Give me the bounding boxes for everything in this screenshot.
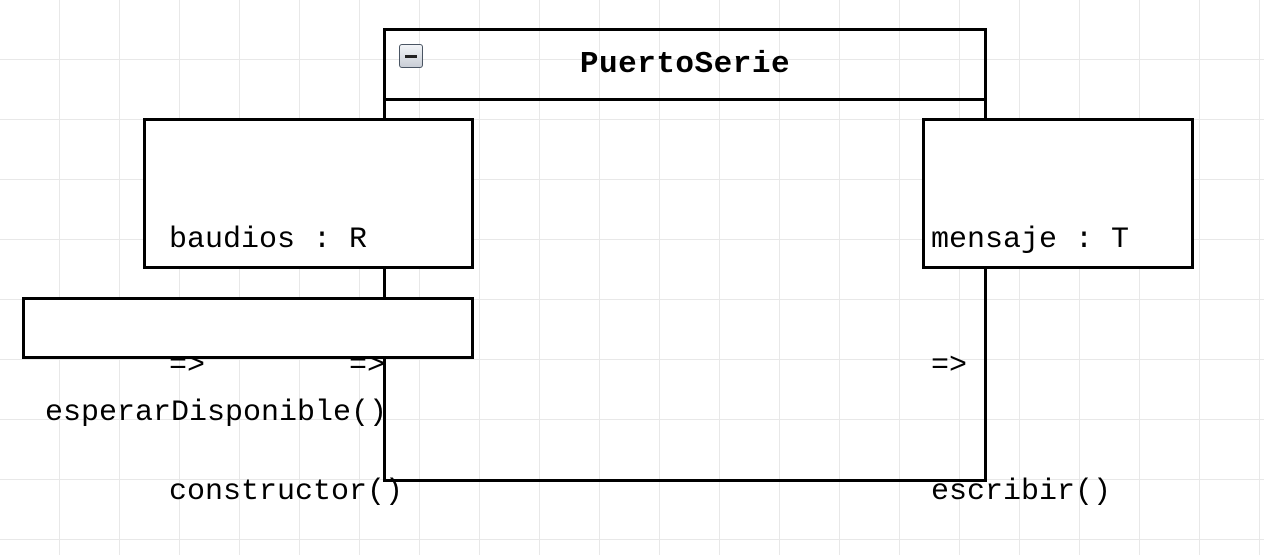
port-esperar-disponible[interactable]: esperarDisponible() [22, 297, 474, 430]
port-label-line: esperarDisponible() [45, 396, 388, 430]
collapse-icon[interactable] [399, 44, 423, 68]
port-label-line: baudios : R [169, 223, 368, 257]
port-label-line: constructor() [169, 475, 404, 509]
class-title: PuertoSerie [579, 47, 791, 82]
minus-icon [405, 55, 417, 58]
port-label-line: escribir() [931, 475, 1112, 509]
port-constructor[interactable]: baudios : R => => constructor() [143, 118, 474, 509]
class-header: PuertoSerie [386, 31, 984, 101]
port-label-line: => [931, 349, 968, 383]
port-escribir[interactable]: mensaje : T => escribir() [922, 118, 1194, 509]
port-label-line: mensaje : T [931, 223, 1130, 257]
